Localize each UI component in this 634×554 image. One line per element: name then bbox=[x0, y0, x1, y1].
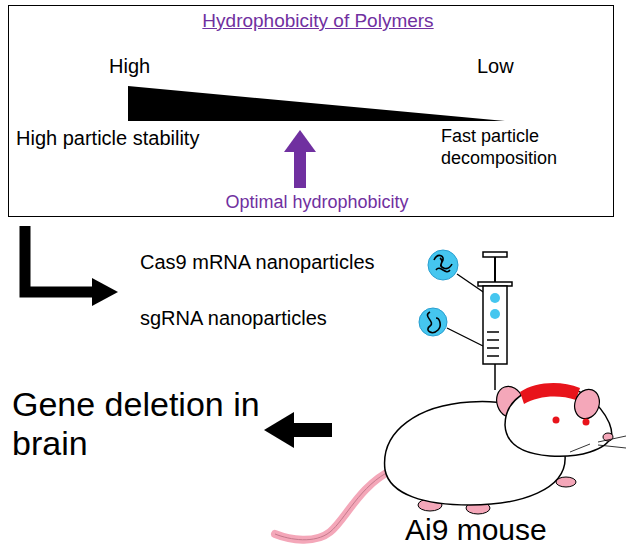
hydrophobicity-wedge bbox=[128, 86, 505, 121]
property-label: Fast particle decomposition bbox=[441, 126, 611, 169]
mrna-nanoparticle-icon bbox=[428, 250, 458, 280]
particle-label: Cas9 mRNA nanoparticles bbox=[140, 250, 375, 274]
scale-label: Low bbox=[477, 54, 514, 78]
optimum-label: Optimal hydrophobicity bbox=[225, 192, 408, 214]
property-label: High particle stability bbox=[16, 126, 201, 150]
scale-label: High bbox=[109, 54, 150, 78]
optimal-arrow bbox=[284, 130, 316, 188]
panel-box: Hydrophobicity of PolymersHigh LowHigh pa… bbox=[8, 5, 614, 217]
syringe bbox=[478, 252, 512, 390]
particle-label: sgRNA nanoparticles bbox=[140, 306, 327, 330]
mouse-label: Ai9 mouse bbox=[405, 512, 547, 548]
leader-line bbox=[447, 328, 483, 346]
sgrna-nanoparticle-icon bbox=[419, 308, 447, 336]
result-label: Gene deletion in brain bbox=[12, 385, 262, 463]
result-arrow bbox=[264, 412, 332, 448]
panel-title: Hydrophobicity of Polymers bbox=[202, 10, 433, 33]
flow-arrow bbox=[25, 226, 118, 306]
